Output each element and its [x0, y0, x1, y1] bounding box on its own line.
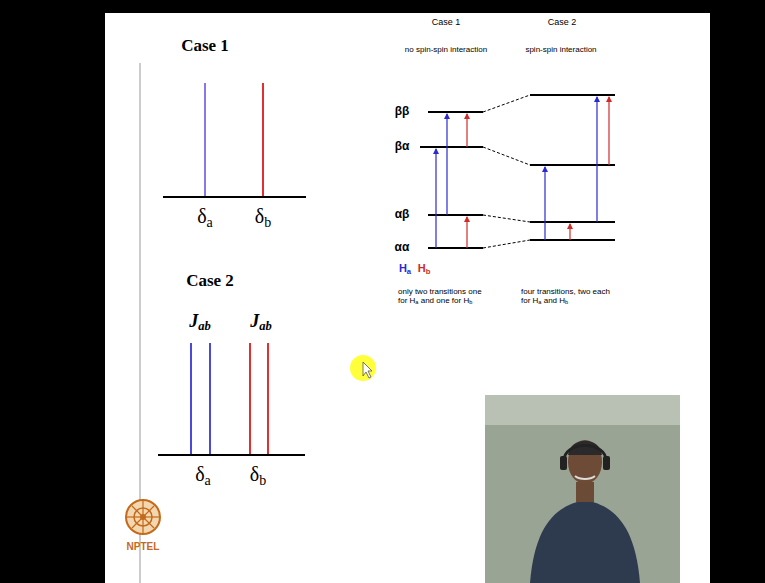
shift-label: δb — [250, 463, 266, 485]
shift-label: δb — [255, 205, 271, 227]
spin-state: ββ — [395, 105, 410, 118]
case-heading: Case 1 — [181, 37, 229, 56]
note: four transitions, two each for Ha and Hb — [521, 288, 616, 306]
nucleus-label: Ha — [399, 262, 411, 274]
shift-label: δa — [197, 205, 213, 227]
spin-state: βα — [395, 140, 410, 153]
spin-state: αα — [395, 241, 410, 254]
case-heading: Case 2 — [186, 272, 234, 291]
coupling-label: Jab — [189, 312, 211, 332]
logo-text: NPTEL — [127, 541, 160, 552]
case-heading: Case 1 — [432, 18, 461, 28]
case-heading: Case 2 — [548, 18, 577, 28]
nucleus-label: Hb — [418, 262, 431, 274]
note: only two transitions one for Ha and one … — [398, 288, 486, 306]
spin-state: αβ — [395, 208, 410, 221]
case-caption: spin-spin interaction — [525, 46, 596, 55]
coupling-label: Jab — [250, 312, 272, 332]
case-caption: no spin-spin interaction — [405, 46, 487, 55]
shift-label: δa — [195, 463, 211, 485]
